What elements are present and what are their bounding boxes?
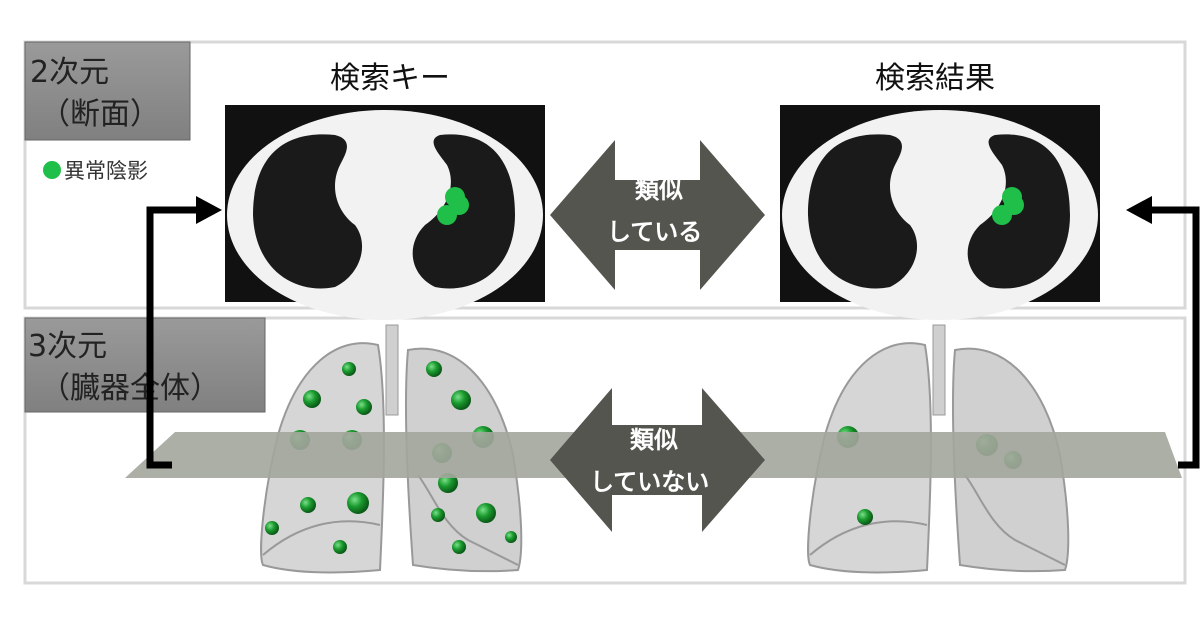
lesion-sphere (300, 497, 316, 513)
label-2d-line2: （断面） (40, 97, 160, 132)
lesion-sphere (303, 390, 321, 408)
lesion-marker (992, 205, 1012, 225)
result-title: 検索結果 (875, 61, 995, 96)
left-lung-field (808, 134, 918, 289)
legend-label: 異常陰影 (64, 159, 148, 183)
lesion-sphere (476, 503, 496, 523)
left-lung-field (253, 134, 363, 289)
legend-dot-icon (43, 161, 61, 179)
label-3d-line2: （臓器全体） (40, 371, 220, 406)
label-3d: 3次元 （臓器全体） (24, 317, 266, 413)
trachea (385, 324, 399, 416)
lesion-marker (437, 205, 457, 225)
lung-fissure (417, 474, 519, 566)
lung-fissure (809, 520, 928, 556)
lesion-sphere (451, 390, 471, 410)
lesion-sphere (347, 492, 369, 514)
arrow-3d-line1: 類似 (630, 426, 678, 454)
ct-slice-result (780, 105, 1100, 320)
label-3d-line1: 3次元 (28, 329, 107, 364)
arrow-3d-line2: していない (590, 468, 709, 496)
connector-left-arrow (146, 196, 222, 469)
trachea (932, 324, 946, 416)
similar-arrow-2d: 類似 している (550, 140, 765, 290)
lesion-sphere (431, 508, 445, 522)
label-2d: 2次元 （断面） (24, 41, 191, 141)
lesion-sphere (265, 521, 279, 535)
connector-right-arrow (1126, 196, 1200, 469)
not-similar-arrow-3d: 類似 していない (550, 388, 765, 532)
lesion-sphere (356, 399, 372, 415)
lesion-sphere (505, 531, 517, 543)
label-2d-line1: 2次元 (30, 55, 109, 90)
lesion-sphere (342, 362, 356, 376)
lung-fissure (964, 474, 1066, 566)
lesion-sphere (857, 509, 873, 525)
arrow-2d-line2: している (607, 218, 702, 246)
lung-fissure (262, 520, 381, 556)
lesion-sphere (333, 540, 347, 554)
arrow-2d-line1: 類似 (635, 176, 683, 204)
lesion-sphere (452, 540, 466, 554)
lesion-sphere (426, 361, 442, 377)
ct-slice-query (225, 105, 545, 320)
query-title: 検索キー (330, 61, 450, 96)
